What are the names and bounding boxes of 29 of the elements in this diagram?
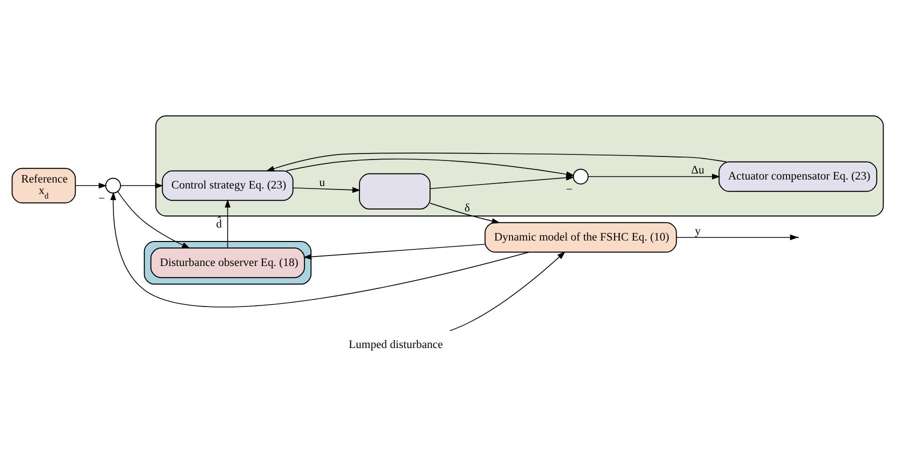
- node-box: Actuator compensator Eq. (23): [718, 161, 878, 192]
- arrow: [430, 202, 500, 224]
- arrow: [120, 182, 164, 189]
- arrow: [676, 234, 798, 240]
- arrow: [588, 174, 720, 180]
- arrow: [224, 199, 231, 248]
- edge-label: δ: [464, 202, 470, 214]
- arrow: [430, 174, 574, 190]
- arrow: [303, 244, 486, 260]
- node-box: Control strategy Eq. (23): [162, 170, 294, 201]
- arrow: [117, 191, 190, 248]
- node-box: [358, 173, 431, 210]
- node-box: Reference x$_{d}$: [12, 168, 76, 204]
- edge-label: d̂: [216, 218, 222, 230]
- node-label: −: [98, 193, 105, 206]
- edge-label: y: [694, 225, 701, 238]
- arrow: [292, 187, 361, 193]
- edge-label: Δu: [691, 164, 704, 176]
- node-text: Lumped disturbance: [348, 338, 443, 351]
- arrow: [266, 152, 727, 172]
- node-box: Dynamic model of the FSHC Eq. (10): [484, 222, 677, 253]
- node-circle: [572, 168, 589, 184]
- arrow: [110, 192, 530, 308]
- node-label: −: [566, 184, 572, 196]
- arrow: [450, 251, 566, 332]
- arrow: [75, 182, 107, 189]
- node-circle: [105, 178, 121, 194]
- node-box: Disturbance observer Eq. (18): [150, 248, 305, 278]
- edge-label: u: [319, 176, 325, 189]
